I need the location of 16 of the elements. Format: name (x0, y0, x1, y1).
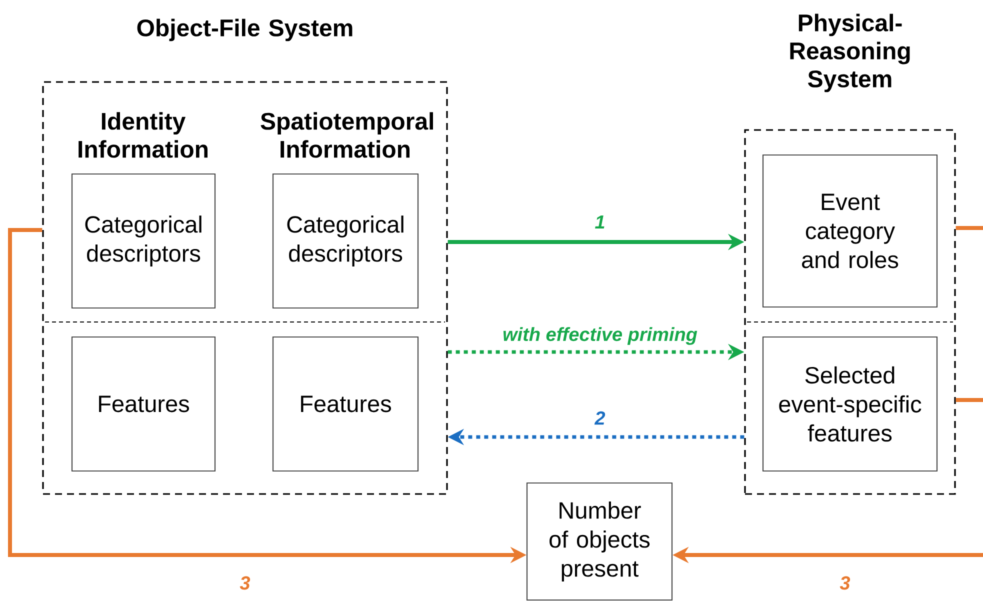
edge-label: 1 (595, 215, 604, 229)
text-box: Features (272, 336, 419, 472)
edge-label: with effective priming (503, 327, 698, 345)
edge-label: 3 (240, 576, 250, 590)
text-box: Number of objects present (526, 482, 673, 601)
text-box: Categorical descriptors (272, 173, 419, 309)
edge-label: 2 (594, 411, 606, 425)
system-title: Physical-Reasoning System (790, 14, 910, 92)
column-heading: Spatiotemporal Information (260, 112, 433, 158)
text-box: Event category and roles (762, 154, 938, 308)
text-box: Selected event-specific features (762, 336, 938, 472)
edge-label: 3 (840, 576, 850, 590)
text-box: Features (71, 336, 216, 472)
system-title: Object-File System (137, 18, 352, 42)
column-heading: Identity Information (78, 112, 208, 158)
text-box: Categorical descriptors (71, 173, 216, 309)
